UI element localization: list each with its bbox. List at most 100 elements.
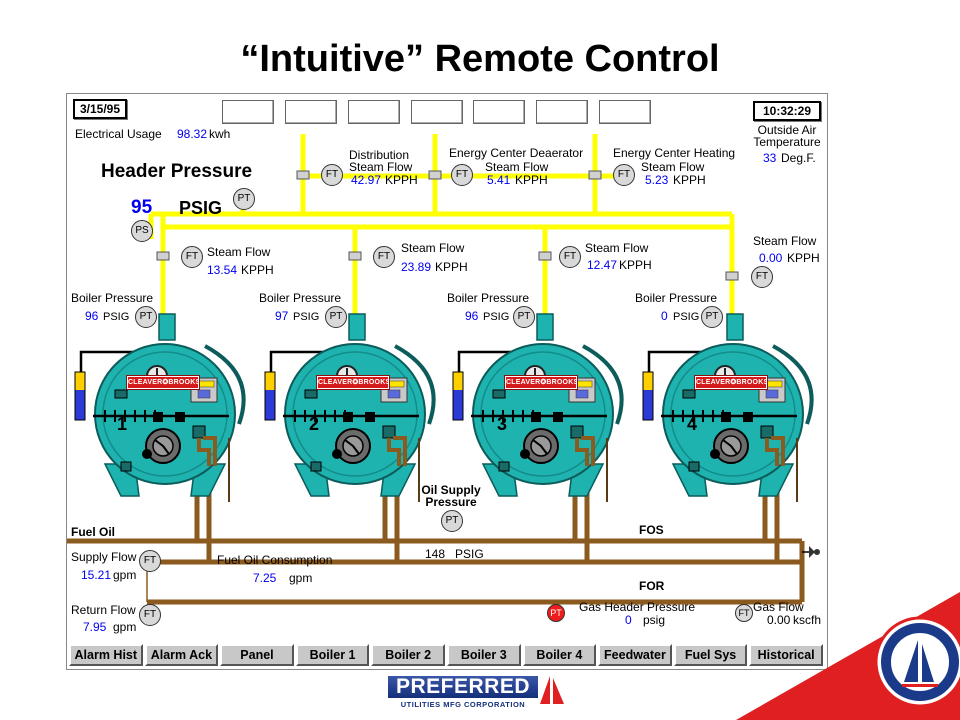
boiler-4-steam-unit: KPPH [787,251,820,265]
fuel-oil-label: Fuel Oil [71,525,116,539]
boiler-4-vessel[interactable] [642,313,814,502]
header-button-5[interactable] [473,100,525,124]
distribution-unit: KPPH [385,173,418,187]
header-pressure-switch-icon[interactable]: PS [131,220,153,242]
deaerator-unit: KPPH [515,173,548,187]
boiler-3-vessel[interactable] [452,313,624,502]
header-button-1[interactable] [222,100,274,124]
oil-supply-label-2: Pressure [425,495,477,509]
boiler-2-pressure-transmitter-icon[interactable]: PT [325,306,347,328]
electrical-usage-unit: kwh [209,127,231,141]
nav-boiler-1-button[interactable]: Boiler 1 [295,644,370,666]
oil-supply-label-1: Oil Supply [421,483,481,497]
preferred-logo-wordmark: PREFERRED [388,676,538,698]
boiler-1-pressure-label: Boiler Pressure [71,291,154,305]
nav-feedwater-button[interactable]: Feedwater [598,644,672,666]
boiler-2-pressure-unit: PSIG [293,311,320,323]
consumption-label: Fuel Oil Consumption [217,553,333,567]
boiler-4-pressure-label: Boiler Pressure [635,291,718,305]
preferred-logo-subtitle: UTILITIES MFG CORPORATION [400,700,526,709]
boiler-3-pressure-unit: PSIG [483,311,510,323]
deaerator-flow-transmitter-icon[interactable]: FT [451,164,473,186]
nav-bar: Alarm Hist Alarm Ack Panel Boiler 1 Boil… [69,644,823,666]
header-button-4[interactable] [411,100,463,124]
fuel-valve-icon [802,546,820,558]
boiler-1-vessel[interactable] [74,313,246,502]
heating-flow-transmitter-icon[interactable]: FT [613,164,635,186]
distribution-label-1: Distribution [349,148,410,162]
boiler-1-brand-plate: CLEAVER✪BROOKS [126,375,200,390]
distribution-flow-transmitter-icon[interactable]: FT [321,164,343,186]
gas-header-unit: psig [643,613,666,627]
slide-title: “Intuitive” Remote Control [240,38,720,80]
corner-emblem [736,592,960,720]
boiler-1-pressure-transmitter-icon[interactable]: PT [135,306,157,328]
steam-valves [156,170,739,281]
boiler-3-steam-unit: KPPH [619,258,652,272]
boiler-4-pressure-transmitter-icon[interactable]: PT [701,306,723,328]
sail-logo-icon [540,676,564,704]
heating-label-1: Energy Center Heating [613,146,736,160]
boiler-1-number[interactable]: 1 [117,414,128,434]
return-flow-unit: gpm [113,620,137,634]
boiler-3-steam-flow: 12.47 [587,258,618,272]
header-pressure-transmitter-icon[interactable]: PT [233,188,255,210]
boiler-4-pressure-value: 0 [661,309,668,323]
boiler-2-vessel[interactable] [264,313,436,502]
gas-flow-transmitter-icon[interactable]: FT [735,604,753,622]
distribution-value: 42.97 [351,173,382,187]
nav-alarm-hist-button[interactable]: Alarm Hist [69,644,143,666]
heating-unit: KPPH [673,173,706,187]
consumption-unit: gpm [289,571,313,585]
header-pressure-unit: PSIG [179,198,223,218]
fos-label: FOS [639,523,664,537]
nav-boiler-4-button[interactable]: Boiler 4 [522,644,597,666]
deaerator-label-1: Energy Center Deaerator [449,146,584,160]
boiler-2-steam-unit: KPPH [435,260,468,274]
return-flow-transmitter-icon[interactable]: FT [139,604,161,626]
supply-flow-unit: gpm [113,568,137,582]
date-display: 3/15/95 [73,99,127,119]
scada-panel: 3/15/95 10:32:29 Electrical Usage 98.32 … [66,93,828,670]
boiler-2-steam-flow: 23.89 [401,260,432,274]
boiler-3-number[interactable]: 3 [497,414,508,434]
electrical-usage-value: 98.32 [177,127,208,141]
oil-supply-pressure-transmitter-icon[interactable]: PT [441,510,463,532]
boiler-2-control-panel-icon [380,377,408,403]
nav-boiler-2-button[interactable]: Boiler 2 [371,644,445,666]
supply-flow-transmitter-icon[interactable]: FT [139,550,161,572]
nav-panel-button[interactable]: Panel [220,644,294,666]
boiler-3-flow-transmitter-icon[interactable]: FT [559,246,581,268]
boiler-3-pressure-transmitter-icon[interactable]: PT [513,306,535,328]
outside-air-value: 33 [763,151,777,165]
deaerator-value: 5.41 [487,173,511,187]
gas-header-pressure-transmitter-icon[interactable]: PT [547,604,565,622]
boiler-4-steam-label: Steam Flow [753,234,817,248]
header-button-6[interactable] [536,100,588,124]
header-pressure-title: Header Pressure [101,161,253,182]
oil-supply-value: 148 [425,547,446,561]
nav-alarm-ack-button[interactable]: Alarm Ack [144,644,219,666]
boiler-1-steam-label: Steam Flow [207,245,271,259]
boiler-2-pressure-label: Boiler Pressure [259,291,342,305]
boiler-3-steam-label: Steam Flow [585,241,649,255]
boiler-2-number[interactable]: 2 [309,414,320,434]
nav-fuel-sys-button[interactable]: Fuel Sys [673,644,748,666]
boiler-4-number[interactable]: 4 [687,414,698,434]
heating-label-2: Steam Flow [641,160,705,174]
gas-flow-value: 0.00 [767,613,791,627]
header-button-7[interactable] [599,100,651,124]
boiler-shapes [74,313,814,502]
header-button-2[interactable] [285,100,337,124]
nav-boiler-3-button[interactable]: Boiler 3 [446,644,521,666]
boiler-1-flow-transmitter-icon[interactable]: FT [181,246,203,268]
nav-historical-button[interactable]: Historical [749,644,823,666]
boiler-2-flow-transmitter-icon[interactable]: FT [373,246,395,268]
gas-header-label: Gas Header Pressure [579,600,696,614]
electrical-usage-label: Electrical Usage [75,127,162,141]
header-button-3[interactable] [348,100,400,124]
boiler-1-pressure-value: 96 [85,309,99,323]
boiler-4-flow-transmitter-icon[interactable]: FT [751,266,773,288]
boiler-2-steam-label: Steam Flow [401,241,465,255]
boiler-4-pressure-unit: PSIG [673,311,700,323]
